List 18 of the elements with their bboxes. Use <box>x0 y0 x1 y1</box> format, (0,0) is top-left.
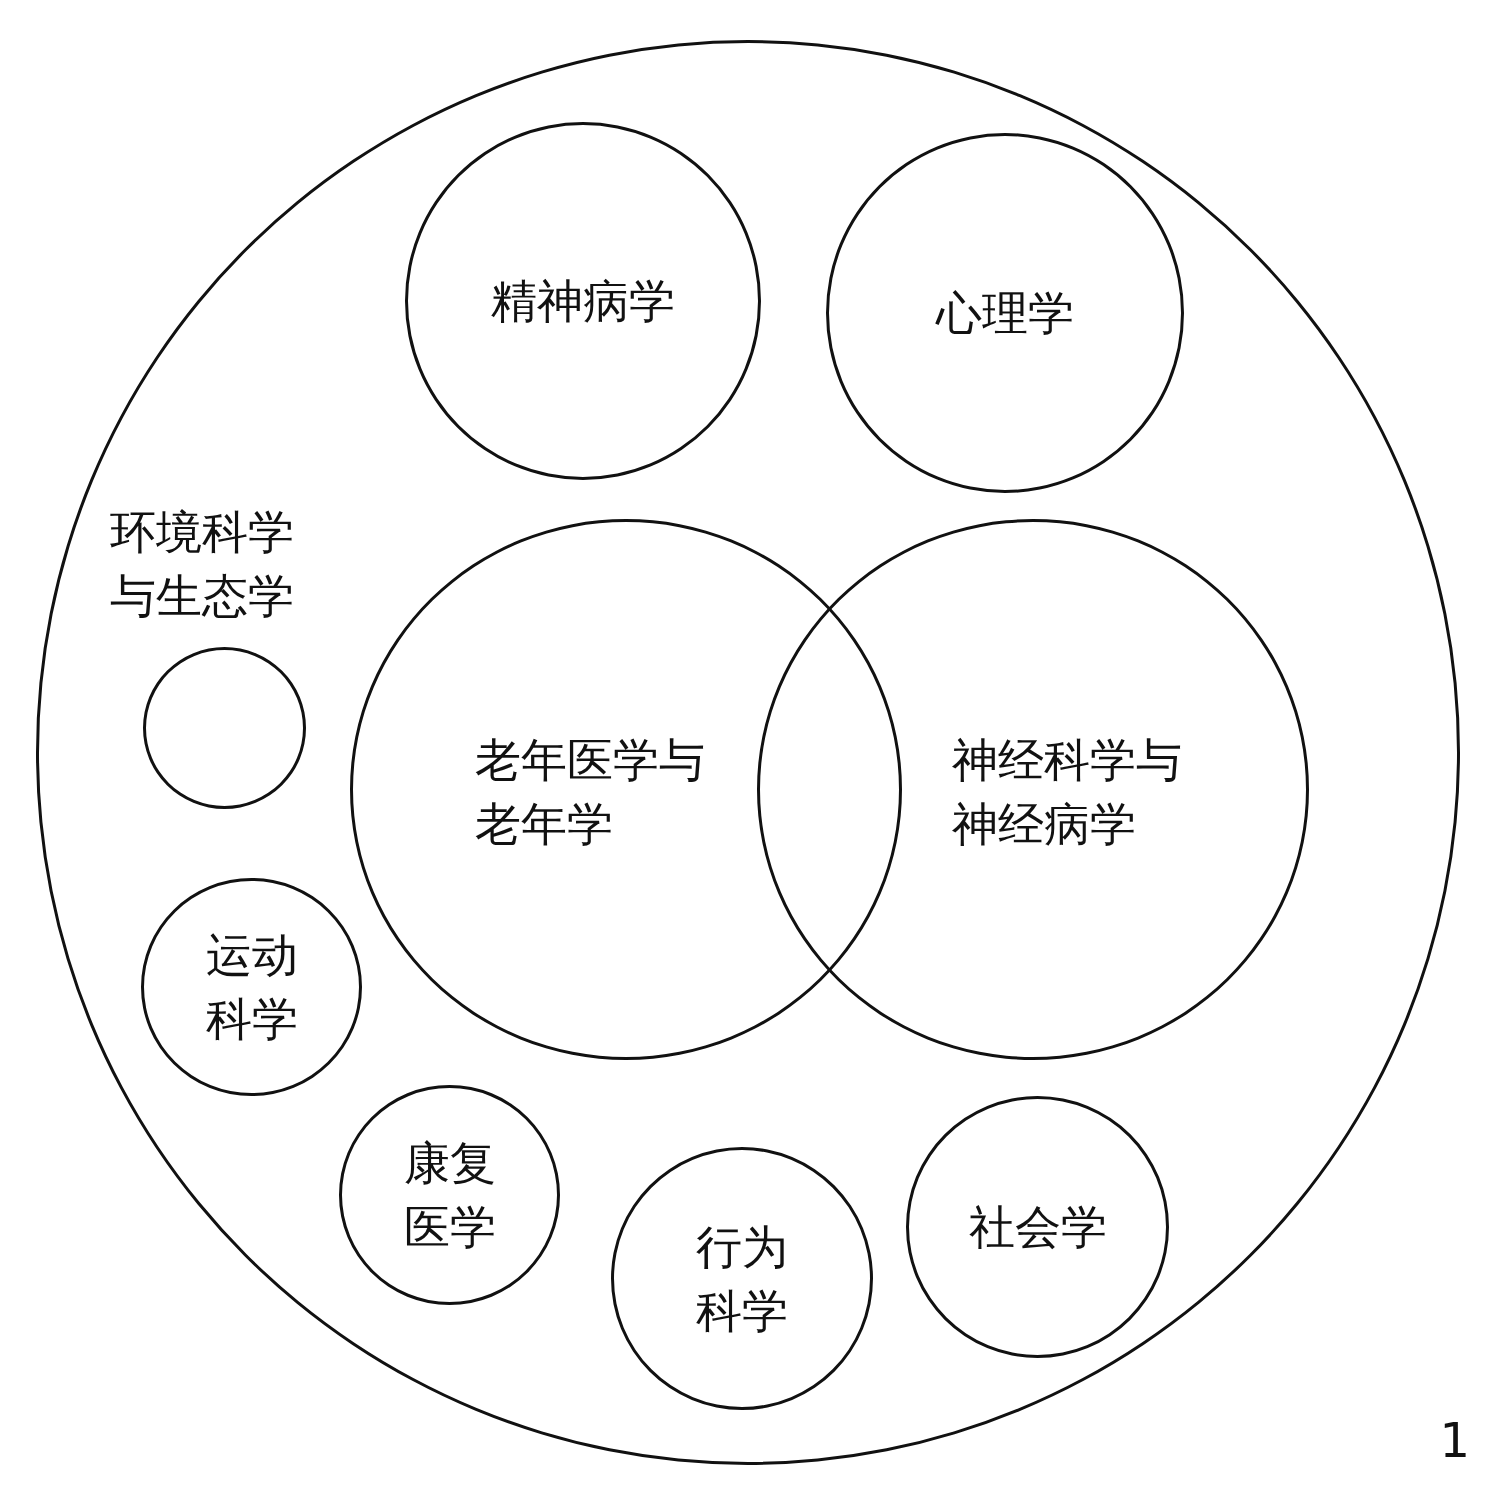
circle-node <box>757 519 1309 1060</box>
circle-heading: 环境科学与生态学 <box>110 504 295 625</box>
node-label: 康复医学 <box>402 1135 497 1256</box>
node-label: 老年医学与老年学 <box>475 732 706 853</box>
node-label: 运动科学 <box>204 927 299 1048</box>
circle-node <box>141 878 362 1096</box>
node-label: 行为科学 <box>695 1218 789 1340</box>
circle-node <box>826 133 1184 493</box>
page-number: 1 <box>1439 1411 1470 1470</box>
circle-node <box>350 519 902 1060</box>
circle-node <box>405 122 761 480</box>
node-label: 神经科学与神经病学 <box>952 732 1183 853</box>
node-label: 社会学 <box>968 1199 1107 1256</box>
node-label: 心理学 <box>936 285 1074 342</box>
circle-node <box>906 1096 1169 1358</box>
circle-node <box>339 1085 560 1305</box>
node-label: 精神病学 <box>491 273 675 330</box>
circle-node <box>611 1147 873 1410</box>
